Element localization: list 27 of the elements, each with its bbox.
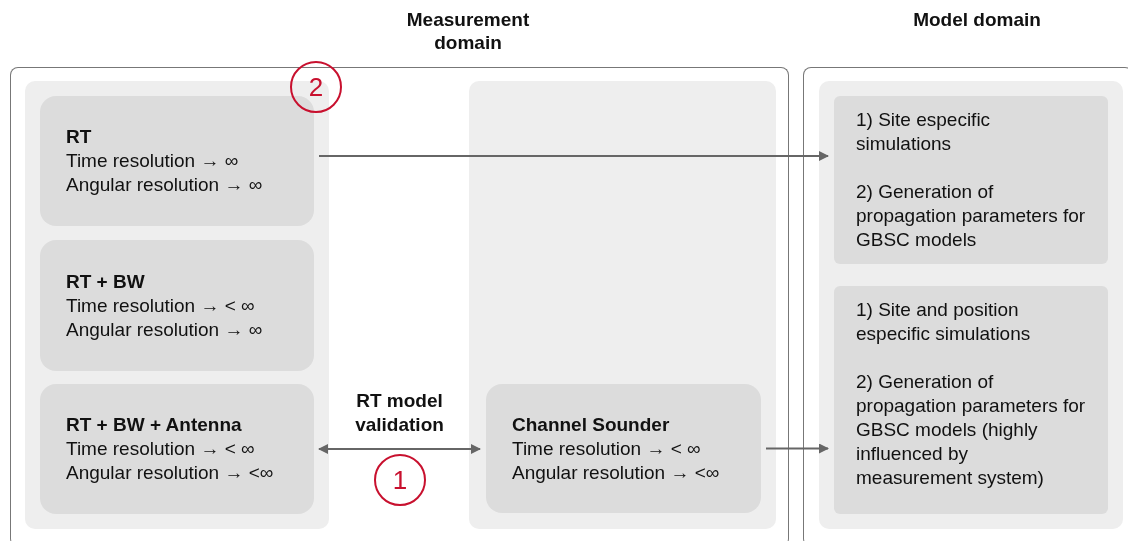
box-heading: RT + BW <box>66 269 146 294</box>
domain-title: Model domain <box>912 8 1042 31</box>
box-text: Angular resolution → <∞ <box>66 461 275 485</box>
domain-title: Measurement domain <box>405 8 531 54</box>
arrow <box>765 443 829 454</box>
box-text: Time resolution → ∞ <box>66 149 240 173</box>
panel-background <box>469 81 776 529</box>
box-text: 1) Site and position especific simulations <box>856 298 1032 346</box>
box-text: Time resolution → < ∞ <box>512 436 702 461</box>
box-text: Time resolution → < ∞ <box>66 293 256 318</box>
step-number: 1 <box>392 464 408 496</box>
box-heading: RT <box>66 125 93 149</box>
step-number: 2 <box>308 71 324 103</box>
box-text: Angular resolution → ∞ <box>66 173 264 197</box>
box-text: Angular resolution → <∞ <box>512 460 721 485</box>
box-text: Time resolution → < ∞ <box>66 437 256 461</box>
process-box <box>40 96 314 226</box>
box-text: 2) Generation of propagation parameters for GBSC models (highly influenced by measurement system) <box>856 370 1087 490</box>
step-number-circle <box>374 454 426 506</box>
box-heading: RT + BW + Antenna <box>66 413 243 437</box>
box-text: Angular resolution → ∞ <box>66 317 264 342</box>
box-text: 1) Site especific simulations <box>856 108 992 156</box>
step-number-circle <box>290 61 342 113</box>
arrow <box>318 444 481 454</box>
box-text: 2) Generation of propagation parameters for GBSC models <box>856 180 1087 252</box>
arrow <box>318 151 829 161</box>
box-heading: Channel Sounder <box>512 412 671 437</box>
